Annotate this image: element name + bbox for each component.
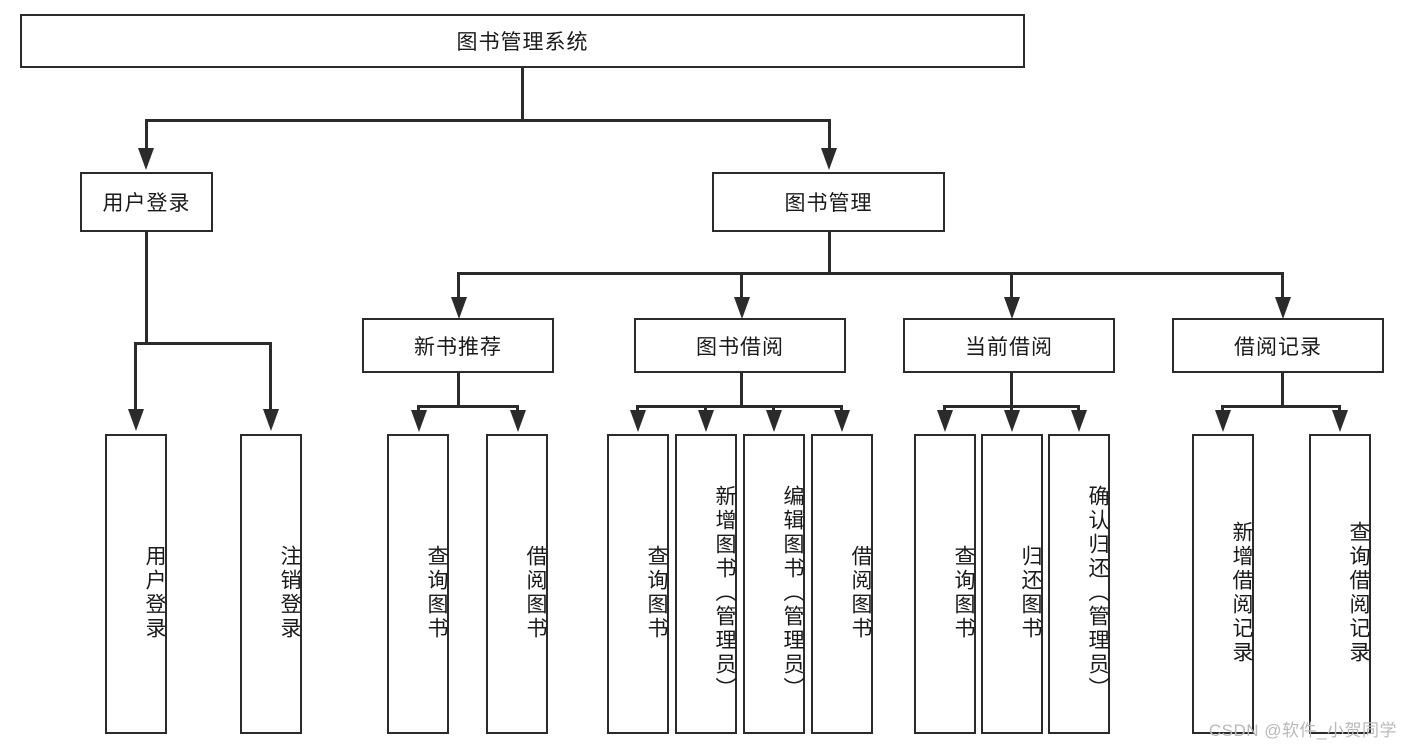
node-label: 编辑图书（管理员） [781,485,804,701]
arrow-user-login-to-leaf-2 [263,409,279,431]
edge-root-bus [145,119,831,122]
node-label: 归还图书 [1019,545,1042,641]
node-user-login[interactable]: 用户登录 [80,172,213,232]
edge-borrow-record-stem [1281,373,1284,407]
leaf-borrow-record-query-record[interactable]: 查询借阅记录 [1309,434,1371,734]
node-label: 借阅图书 [524,545,547,641]
leaf-user-login-logout[interactable]: 注销登录 [240,434,302,734]
node-label: 图书管理 [784,192,873,215]
edge-root-stem [521,68,524,120]
node-label: 借阅记录 [1234,335,1322,359]
arrow-new-book-to-leaf-1 [411,410,427,432]
edge-root-to-book-management [828,119,831,151]
arrow-bm-to-borrow-record [1275,297,1291,319]
edge-book-management-bus [457,272,1283,275]
node-label: 新增借阅记录 [1230,521,1253,665]
node-label: 注销登录 [278,545,301,641]
node-label: 用户登录 [143,545,166,641]
node-new-book-recommend[interactable]: 新书推荐 [362,318,554,373]
leaf-book-borrow-query-book[interactable]: 查询图书 [607,434,669,734]
node-label: 用户登录 [102,192,191,215]
arrow-root-to-user-login [138,148,154,170]
node-current-borrow[interactable]: 当前借阅 [903,318,1115,373]
edge-bm-to-book-borrow [740,272,743,300]
node-label: 图书管理系统 [456,31,589,54]
edge-bm-to-current-borrow [1010,272,1013,300]
node-label: 当前借阅 [965,335,1053,359]
arrow-bm-to-book-borrow [734,297,750,319]
node-label: 查询图书 [645,545,668,641]
edge-user-login-to-leaf-2 [269,342,272,412]
arrow-bm-to-current-borrow [1004,297,1020,319]
edge-new-book-bus [417,405,518,408]
node-label: 图书借阅 [696,335,784,359]
node-label: 确认归还（管理员） [1086,485,1109,701]
leaf-new-book-borrow-book[interactable]: 借阅图书 [486,434,548,734]
node-book-management[interactable]: 图书管理 [712,172,945,232]
leaf-new-book-query-book[interactable]: 查询图书 [387,434,449,734]
edge-book-management-stem [828,232,831,274]
leaf-book-borrow-add-book-admin[interactable]: 新增图书（管理员） [675,434,737,734]
arrow-bm-to-new-book [451,297,467,319]
edge-borrow-record-bus [1221,405,1341,408]
leaf-current-borrow-confirm-return-admin[interactable]: 确认归还（管理员） [1048,434,1110,734]
node-label: 新增图书（管理员） [713,485,736,701]
arrow-book-borrow-to-leaf-1 [630,410,646,432]
edge-user-login-bus [134,342,272,345]
arrow-root-to-book-management [821,148,837,170]
leaf-current-borrow-query-book[interactable]: 查询图书 [914,434,976,734]
arrow-book-borrow-to-leaf-4 [834,410,850,432]
leaf-borrow-record-add-record[interactable]: 新增借阅记录 [1192,434,1254,734]
arrow-book-borrow-to-leaf-2 [698,410,714,432]
edge-user-login-stem [145,232,148,343]
arrow-current-borrow-to-leaf-3 [1071,410,1087,432]
node-book-borrow[interactable]: 图书借阅 [634,318,846,373]
node-label: 借阅图书 [849,545,872,641]
edge-new-book-stem [457,373,460,407]
node-root-book-management-system[interactable]: 图书管理系统 [20,14,1025,68]
leaf-book-borrow-borrow-book[interactable]: 借阅图书 [811,434,873,734]
leaf-user-login-login[interactable]: 用户登录 [105,434,167,734]
node-label: 新书推荐 [414,335,502,359]
edge-root-to-user-login [145,119,148,151]
node-label: 查询借阅记录 [1347,521,1370,665]
leaf-book-borrow-edit-book-admin[interactable]: 编辑图书（管理员） [743,434,805,734]
node-label: 查询图书 [425,545,448,641]
edge-bm-to-new-book [457,272,460,300]
edge-book-borrow-stem [740,373,743,407]
arrow-new-book-to-leaf-2 [510,410,526,432]
arrow-current-borrow-to-leaf-1 [937,410,953,432]
arrow-book-borrow-to-leaf-3 [766,410,782,432]
leaf-current-borrow-return-book[interactable]: 归还图书 [981,434,1043,734]
arrow-borrow-record-to-leaf-2 [1332,410,1348,432]
arrow-current-borrow-to-leaf-2 [1004,410,1020,432]
node-label: 查询图书 [952,545,975,641]
arrow-user-login-to-leaf-1 [128,409,144,431]
edge-current-borrow-stem [1010,373,1013,407]
edge-user-login-to-leaf-1 [134,342,137,412]
edge-book-borrow-bus [636,405,843,408]
node-borrow-record[interactable]: 借阅记录 [1172,318,1384,373]
arrow-borrow-record-to-leaf-1 [1215,410,1231,432]
edge-bm-to-borrow-record [1281,272,1284,300]
